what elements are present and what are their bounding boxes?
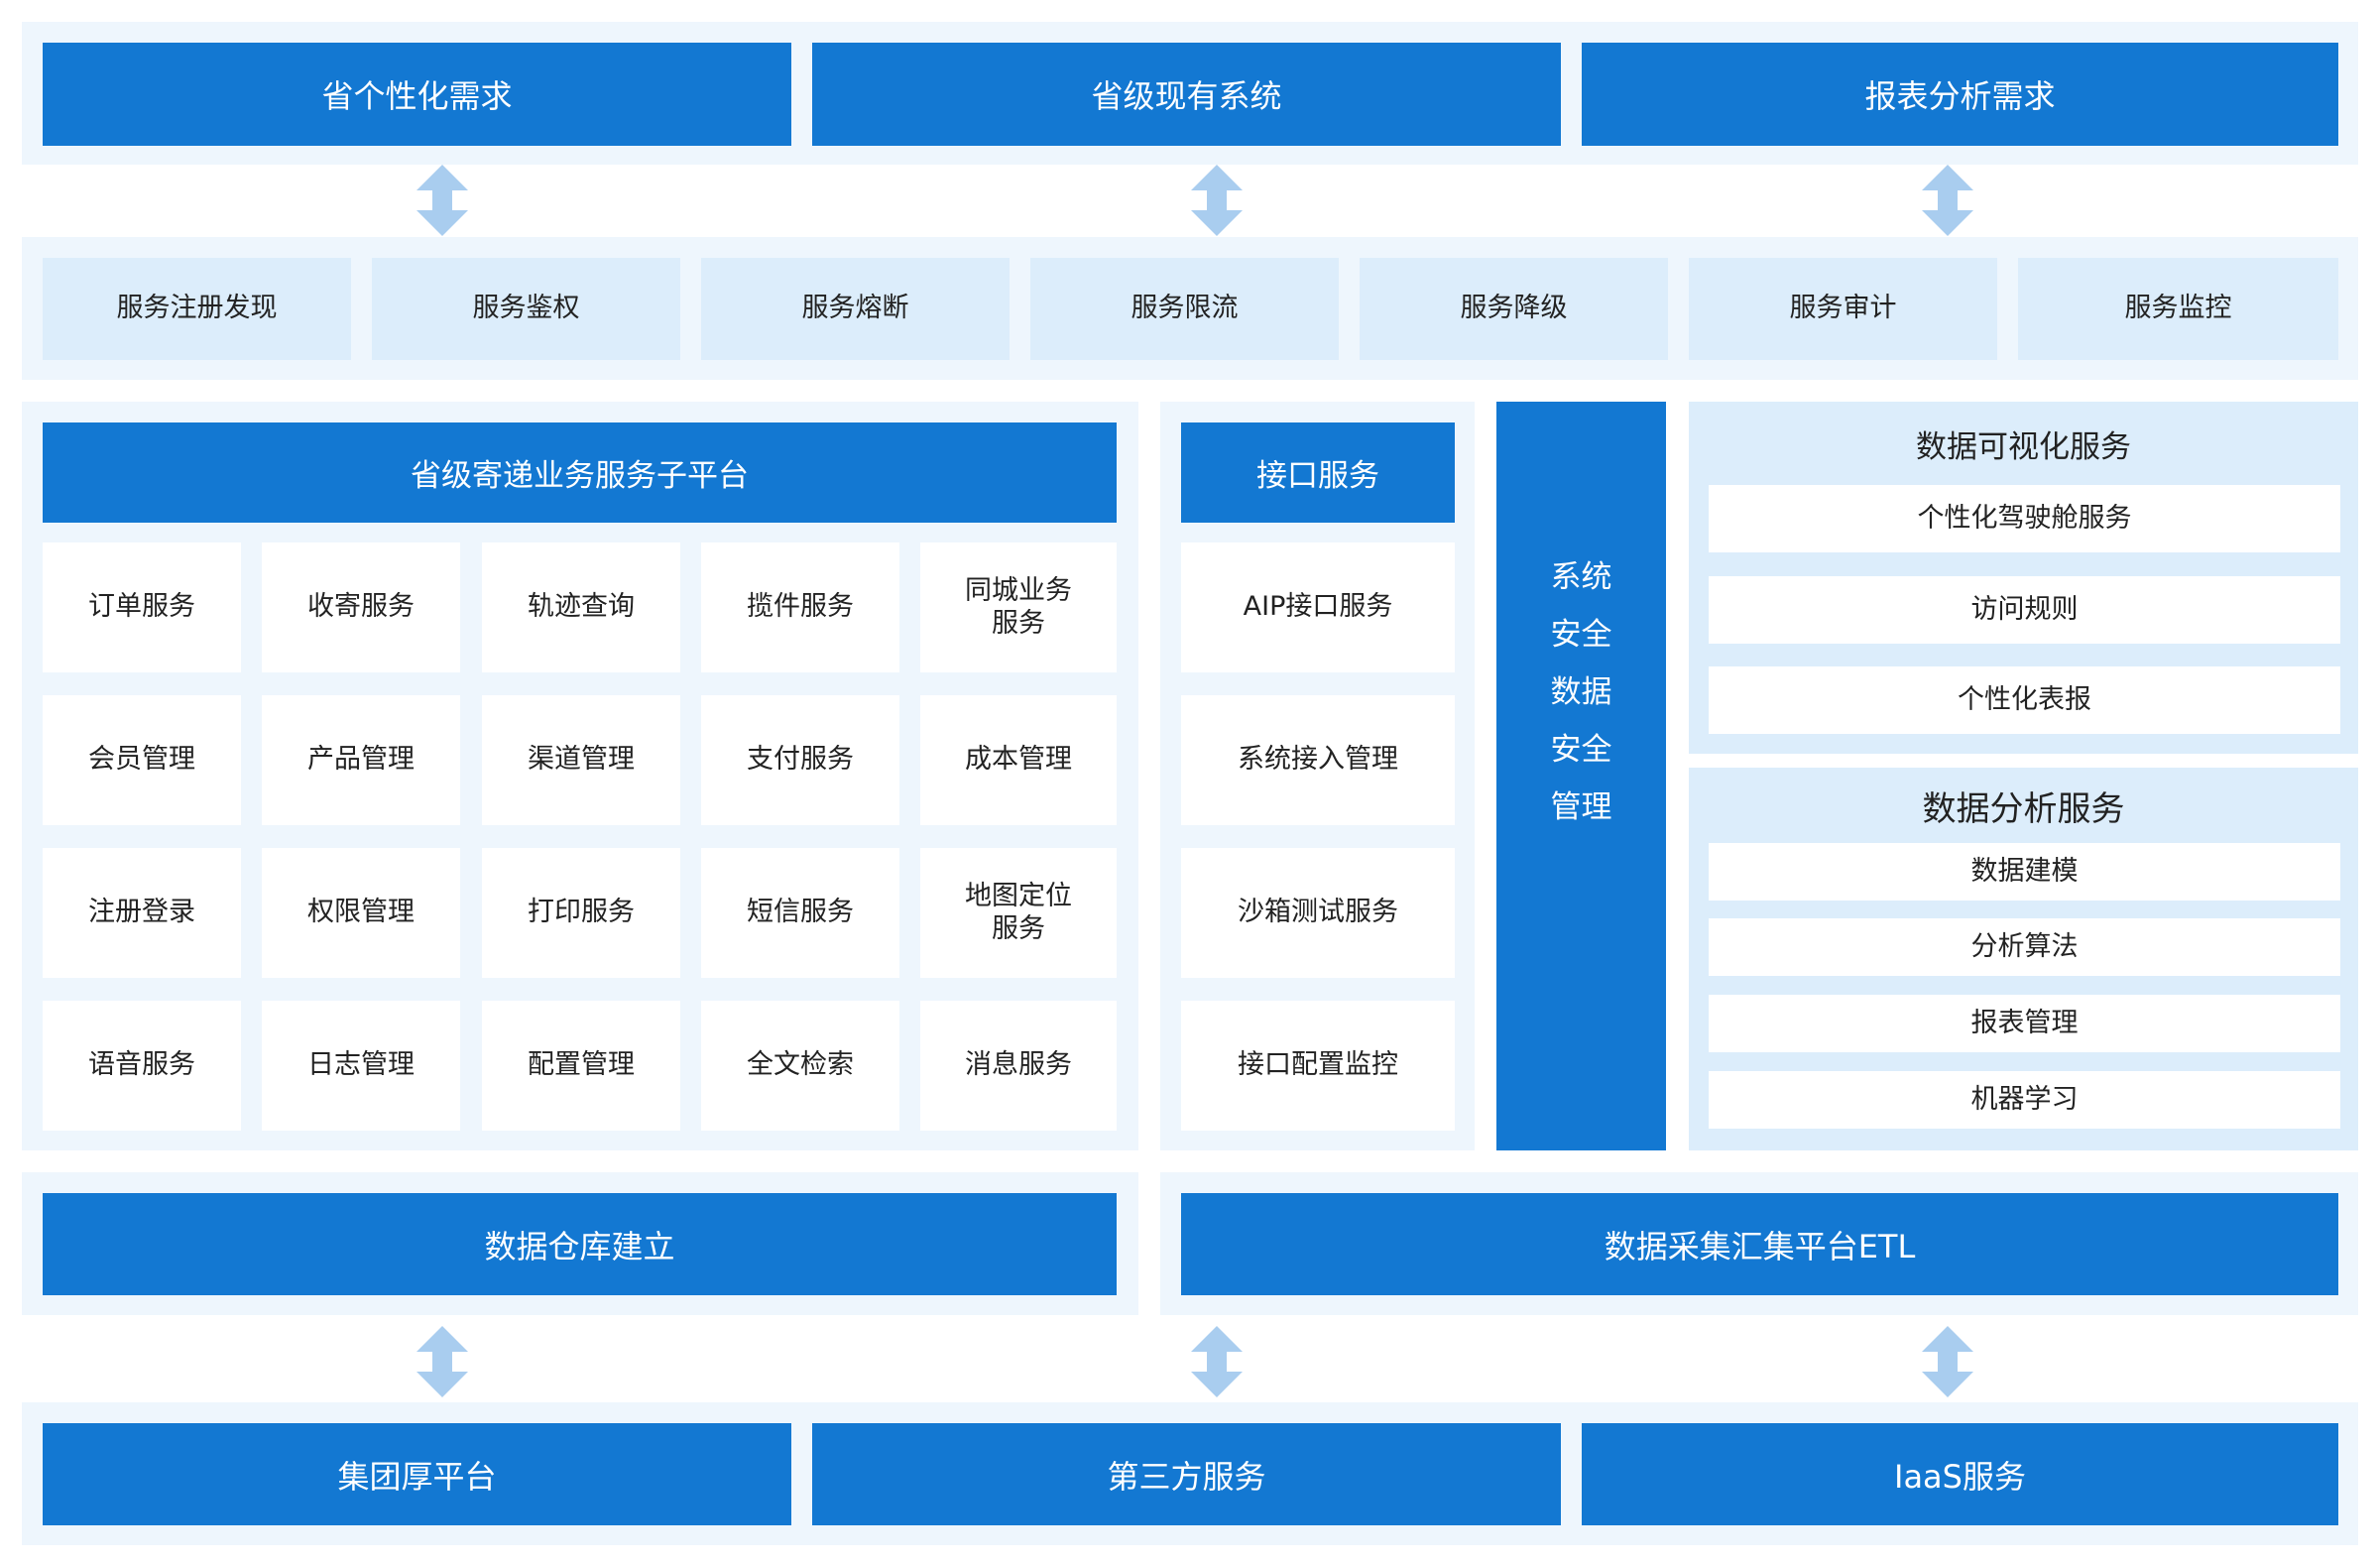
visualization-item: 个性化表报 <box>1709 666 2340 734</box>
business-cell: 全文检索 <box>701 1001 899 1131</box>
double-arrow-icon <box>1191 165 1243 236</box>
bottom-box-group-platform: 集团厚平台 <box>43 1423 791 1525</box>
security-management-column: 系统 安全 数据 安全 管理 <box>1496 402 1666 1150</box>
security-char: 管理 <box>1550 788 1612 825</box>
security-char: 安全 <box>1550 731 1612 768</box>
business-platform-title: 省级寄递业务服务子平台 <box>43 422 1117 523</box>
visualization-item: 访问规则 <box>1709 576 2340 644</box>
etl-platform-box: 数据采集汇集平台ETL <box>1181 1193 2338 1295</box>
business-cell: 短信服务 <box>701 848 899 978</box>
double-arrow-icon <box>1922 1326 1973 1397</box>
business-cell: 日志管理 <box>262 1001 460 1131</box>
interface-item-access-mgmt: 系统接入管理 <box>1181 695 1455 825</box>
interface-item-sandbox: 沙箱测试服务 <box>1181 848 1455 978</box>
business-cell: 注册登录 <box>43 848 241 978</box>
business-cell: 产品管理 <box>262 695 460 825</box>
business-cell: 成本管理 <box>920 695 1117 825</box>
double-arrow-icon <box>416 1326 468 1397</box>
gateway-service-monitor: 服务监控 <box>2018 258 2338 360</box>
analysis-item: 数据建模 <box>1709 843 2340 901</box>
gateway-service-registration: 服务注册发现 <box>43 258 351 360</box>
visualization-title: 数据可视化服务 <box>1916 428 2131 465</box>
business-cell: 配置管理 <box>482 1001 680 1131</box>
business-cell: 同城业务 服务 <box>920 542 1117 672</box>
top-box-report-analysis-needs: 报表分析需求 <box>1582 43 2338 146</box>
top-box-provincial-existing-systems: 省级现有系统 <box>812 43 1561 146</box>
double-arrow-icon <box>1922 165 1973 236</box>
gateway-service-circuit-break: 服务熔断 <box>701 258 1010 360</box>
double-arrow-icon <box>1191 1326 1243 1397</box>
interface-item-config-monitor: 接口配置监控 <box>1181 1001 1455 1131</box>
security-char: 数据 <box>1550 673 1612 710</box>
business-cell: 语音服务 <box>43 1001 241 1131</box>
business-cell: 揽件服务 <box>701 542 899 672</box>
gateway-service-rate-limit: 服务限流 <box>1030 258 1339 360</box>
security-char: 系统 <box>1550 558 1612 595</box>
security-char: 安全 <box>1550 616 1612 653</box>
analysis-title: 数据分析服务 <box>1922 788 2125 829</box>
business-cell: 轨迹查询 <box>482 542 680 672</box>
business-cell: 权限管理 <box>262 848 460 978</box>
analysis-item: 机器学习 <box>1709 1071 2340 1129</box>
analysis-item: 报表管理 <box>1709 995 2340 1052</box>
business-cell: 打印服务 <box>482 848 680 978</box>
business-cell: 支付服务 <box>701 695 899 825</box>
bottom-box-iaas: IaaS服务 <box>1582 1423 2338 1525</box>
interface-service-title: 接口服务 <box>1181 422 1455 523</box>
gateway-service-audit: 服务审计 <box>1689 258 1997 360</box>
top-box-provincial-personalized-needs: 省个性化需求 <box>43 43 791 146</box>
interface-item-aip: AIP接口服务 <box>1181 542 1455 672</box>
double-arrow-icon <box>416 165 468 236</box>
analysis-item: 分析算法 <box>1709 918 2340 976</box>
gateway-service-degrade: 服务降级 <box>1360 258 1668 360</box>
business-cell: 渠道管理 <box>482 695 680 825</box>
business-cell: 地图定位 服务 <box>920 848 1117 978</box>
business-cell: 会员管理 <box>43 695 241 825</box>
bottom-box-third-party: 第三方服务 <box>812 1423 1561 1525</box>
gateway-service-auth: 服务鉴权 <box>372 258 680 360</box>
business-cell: 收寄服务 <box>262 542 460 672</box>
data-warehouse-box: 数据仓库建立 <box>43 1193 1117 1295</box>
visualization-item: 个性化驾驶舱服务 <box>1709 485 2340 552</box>
business-cell: 订单服务 <box>43 542 241 672</box>
business-cell: 消息服务 <box>920 1001 1117 1131</box>
